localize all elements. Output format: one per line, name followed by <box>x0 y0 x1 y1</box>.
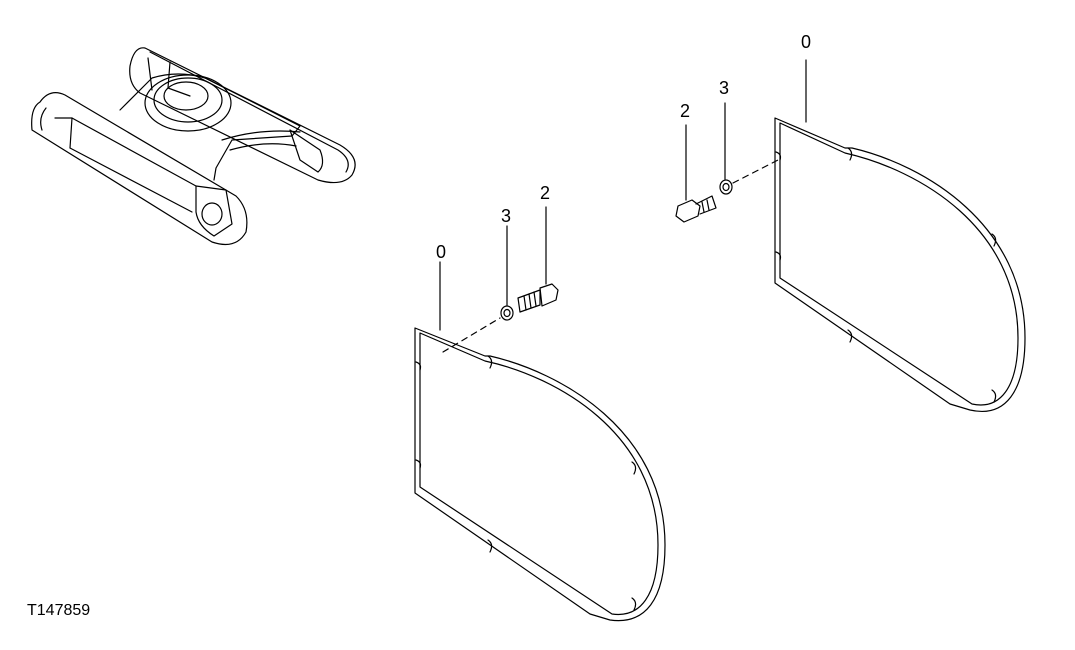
left-assembly-centerline <box>442 317 501 353</box>
right-bolt-callout: 2 <box>680 101 690 121</box>
left-washer <box>500 305 514 321</box>
right-washer-callout: 3 <box>719 78 729 98</box>
left-plate-callout: 0 <box>436 242 446 262</box>
left-washer-callout: 3 <box>501 206 511 226</box>
track-frame-illustration <box>31 47 356 245</box>
left-bolt-callout: 2 <box>540 183 550 203</box>
right-cover-plate <box>774 117 1026 412</box>
left-cover-plate <box>414 327 666 622</box>
right-plate-callout: 0 <box>801 32 811 52</box>
left-bolt <box>517 283 559 313</box>
right-assembly-centerline <box>732 159 779 184</box>
right-washer <box>719 179 733 195</box>
drawing-number: T147859 <box>27 602 91 619</box>
right-bolt <box>675 195 717 223</box>
